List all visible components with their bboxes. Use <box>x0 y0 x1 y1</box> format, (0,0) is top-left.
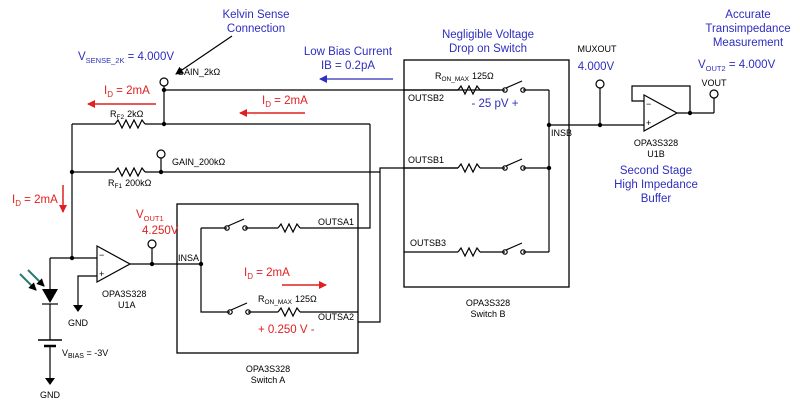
switch-b-box <box>403 59 570 288</box>
opa-u1b-line2: U1B <box>647 149 665 159</box>
second-stage-line2: High Impedance <box>614 179 698 191</box>
insa-label: INSA <box>178 253 199 263</box>
testpoint-muxout <box>595 79 605 89</box>
testpoint-gain-200k <box>156 149 166 159</box>
vout-label: VOUT <box>701 78 727 88</box>
testpoint-gain-2k <box>159 77 169 87</box>
testpoint-vout <box>709 89 719 99</box>
vbias-label: VBIAS = -3V <box>62 348 108 360</box>
resistor-rf1 <box>114 166 146 178</box>
v-sense-label: VSENSE_2K = 4.000V <box>78 51 174 65</box>
id-label-diode: ID = 2mA <box>12 194 58 208</box>
gnd-symbol-u1a <box>73 305 83 312</box>
negligible-line2: Drop on Switch <box>449 43 527 55</box>
switch-a-line1: OPA3S328 <box>246 364 290 374</box>
v-drop-a-label: + 0.250 V - <box>258 324 315 336</box>
opamp-u1b: − + <box>643 93 679 133</box>
opamp-u1a: − + <box>96 244 132 284</box>
low-bias-line2: IB = 0.2pA <box>321 60 375 72</box>
switch-blades <box>224 80 526 315</box>
v-out2-label: VOUT2 = 4.000V <box>698 59 776 73</box>
low-bias-line1: Low Bias Current <box>304 46 393 58</box>
v-out1-label: VOUT1 <box>136 209 164 223</box>
accurate-line3: Measurement <box>713 37 784 49</box>
vbias-source <box>38 339 62 348</box>
opa-u1b-line1: OPA3S328 <box>634 138 678 148</box>
testpoint-vout1 <box>147 239 157 249</box>
pv-drop-label: - 25 pV + <box>472 98 519 110</box>
gnd-label-u1a: GND <box>68 318 89 328</box>
photodiode <box>19 269 58 305</box>
second-stage-line1: Second Stage <box>620 165 692 177</box>
switch-a-line2: Switch A <box>251 375 286 385</box>
outsb3-label: OUTSB3 <box>410 238 446 248</box>
svg-text:+: + <box>646 118 651 128</box>
accurate-line2: Transimpedance <box>705 23 790 35</box>
outsa2-label: OUTSA2 <box>318 312 354 322</box>
svg-text:−: − <box>646 99 651 109</box>
svg-text:+: + <box>99 269 104 279</box>
insb-label: INSB <box>551 128 572 138</box>
switch-a-box <box>176 203 359 354</box>
id-label-switch-a: ID = 2mA <box>244 267 290 281</box>
gain-200k-label: GAIN_200kΩ <box>172 157 226 167</box>
negligible-line1: Negligible Voltage <box>442 29 534 41</box>
resistor-sb3 <box>457 246 481 258</box>
id-label-top: ID = 2mA <box>104 85 150 99</box>
id-label-rf2: ID = 2mA <box>262 95 308 109</box>
gnd-label-bias: GND <box>40 390 61 400</box>
resistor-ron-a <box>277 306 301 318</box>
opa-u1a-line2: U1A <box>118 300 136 310</box>
gnd-symbol-bias <box>45 378 55 385</box>
outsb2-label: OUTSB2 <box>408 93 444 103</box>
resistor-rf2 <box>114 118 146 130</box>
second-stage-line3: Buffer <box>641 193 672 205</box>
resistor-ron-b <box>457 84 481 96</box>
opa-u1a-line1: OPA3S328 <box>102 289 146 299</box>
gain-2k-label: GAIN_2kΩ <box>177 67 221 77</box>
junction-dots <box>69 87 693 267</box>
svg-text:−: − <box>99 250 104 260</box>
switch-b-line2: Switch B <box>470 309 505 319</box>
resistor-sb1 <box>457 162 481 174</box>
kelvin-sense-line1: Kelvin Sense <box>222 9 289 21</box>
muxout-value: 4.000V <box>578 61 615 73</box>
muxout-label: MUXOUT <box>578 44 617 54</box>
kelvin-sense-line2: Connection <box>227 23 285 35</box>
accurate-line1: Accurate <box>725 9 770 21</box>
kelvin-pointer-arrow <box>175 35 233 75</box>
outsa1-label: OUTSA1 <box>318 217 354 227</box>
resistor-sa1 <box>277 222 301 234</box>
outsb1-label: OUTSB1 <box>408 155 444 165</box>
v-out1-value: 4.250V <box>142 225 179 237</box>
switch-b-line1: OPA3S328 <box>466 298 510 308</box>
